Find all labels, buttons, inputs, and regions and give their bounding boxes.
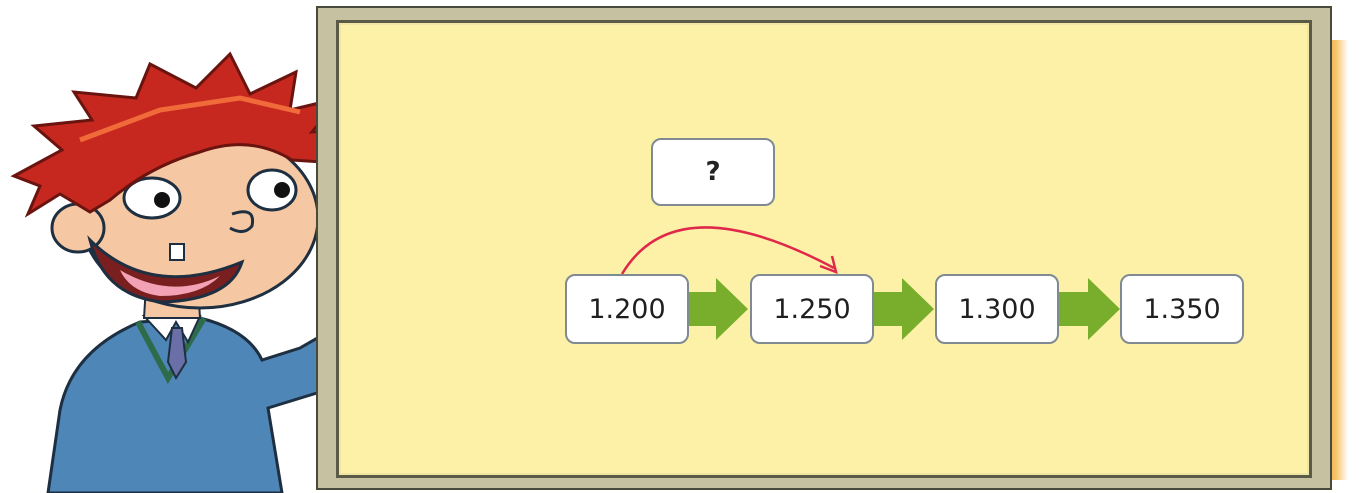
sequence-value-1: 1.200 xyxy=(588,293,666,325)
board-surface xyxy=(336,20,1312,478)
sequence-value-4: 1.350 xyxy=(1143,293,1221,325)
step-question-label: ? xyxy=(705,157,721,187)
arrow-right-3 xyxy=(1058,278,1120,340)
jump-arc-arrowhead xyxy=(819,255,838,275)
arrow-right-2 xyxy=(874,278,934,340)
step-question-box: ? xyxy=(651,138,775,206)
sequence-box-3: 1.300 xyxy=(935,274,1059,344)
sequence-box-1: 1.200 xyxy=(565,274,689,344)
sequence-box-4: 1.350 xyxy=(1120,274,1244,344)
sequence-value-3: 1.300 xyxy=(958,293,1036,325)
sequence-box-2: 1.250 xyxy=(750,274,874,344)
sequence-value-2: 1.250 xyxy=(773,293,851,325)
jump-arc xyxy=(620,226,835,275)
arrow-right-1 xyxy=(688,278,748,340)
